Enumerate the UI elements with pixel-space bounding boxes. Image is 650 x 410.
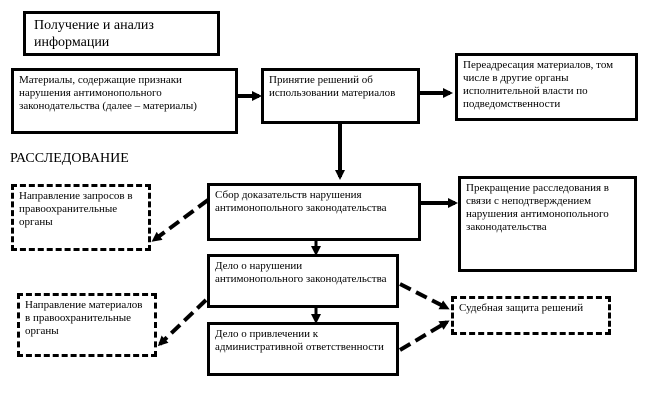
box-court: Судебная защита решений [451, 296, 611, 335]
box-redirect: Переадресация материалов, том числе в др… [455, 53, 638, 121]
arrow-case-to-court [399, 282, 450, 310]
box-decision: Принятие решений об использовании матери… [261, 68, 420, 124]
box-termination: Прекращение расследования в связи с непо… [458, 176, 637, 272]
box-admin: Дело о привлечении к административной от… [207, 322, 399, 376]
box-info: Получение и анализ информации [23, 11, 220, 56]
box-case: Дело о нарушении антимонопольного законо… [207, 254, 399, 308]
box-send-materials: Направление материалов в правоохранитель… [17, 293, 157, 357]
arrow-evidence-to-requests [151, 198, 210, 242]
arrow-admin-to-court [398, 320, 450, 352]
box-evidence: Сбор доказательств нарушения антимонопол… [207, 183, 421, 241]
box-requests: Направление запросов в правоохранительны… [11, 184, 151, 251]
heading-investigation: РАССЛЕДОВАНИЕ [10, 151, 129, 166]
box-materials: Материалы, содержащие признаки нарушения… [11, 68, 238, 134]
arrow-to-send-materials [157, 298, 208, 347]
